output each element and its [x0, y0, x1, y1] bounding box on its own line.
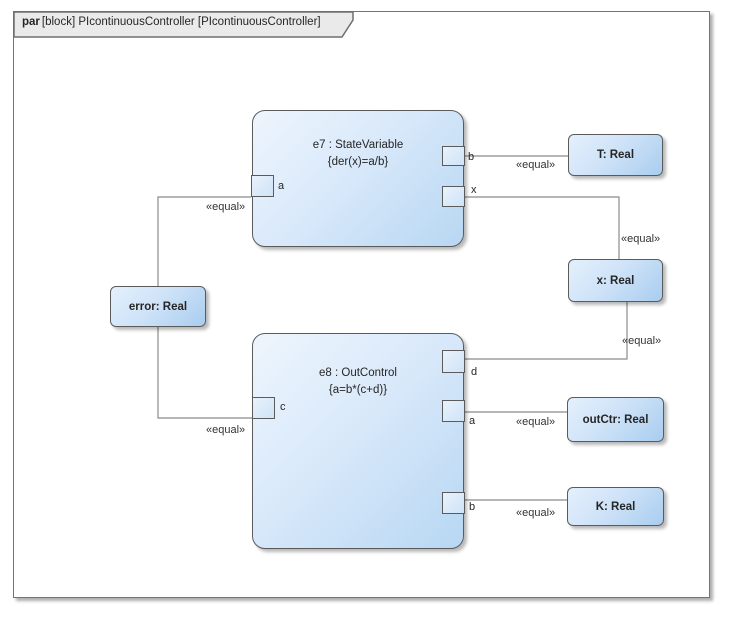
connector-error-e7a[interactable] — [157, 196, 251, 286]
equal-label-b-t[interactable]: «equal» — [516, 159, 556, 171]
port-e8-d[interactable] — [442, 350, 465, 373]
port-e7-a-label: a — [278, 180, 285, 192]
port-e8-a[interactable] — [442, 400, 465, 422]
value-outctr-label: outCtr: Real — [582, 413, 649, 426]
frame-kind-label: par — [22, 16, 40, 28]
port-e8-c[interactable] — [252, 397, 275, 419]
port-e7-b[interactable] — [442, 146, 465, 166]
e8-name: e8 : OutControl — [319, 367, 397, 379]
e7-name: e7 : StateVariable — [312, 139, 404, 151]
frame-title-label: [block] PIcontinuousController [PIcontin… — [41, 16, 321, 28]
connector-error-e8c[interactable] — [157, 327, 252, 419]
equal-label-error-c[interactable]: «equal» — [206, 424, 246, 436]
equal-label-a-outctr[interactable]: «equal» — [516, 416, 556, 428]
value-outctr[interactable]: outCtr: Real — [567, 397, 664, 442]
frame-tab-text: par[block] PIcontinuousController [PIcon… — [22, 16, 321, 28]
value-t[interactable]: T: Real — [568, 134, 663, 176]
value-k[interactable]: K: Real — [567, 487, 664, 526]
value-t-label: T: Real — [596, 149, 635, 161]
connector-x-e8d[interactable] — [464, 302, 628, 360]
value-x[interactable]: x: Real — [568, 259, 663, 302]
equal-label-b-k[interactable]: «equal» — [516, 507, 556, 519]
port-e8-b-label: b — [469, 501, 476, 513]
port-e7-x-label: x — [471, 184, 477, 196]
value-x-label: x: Real — [596, 274, 635, 287]
frame-tab-shape — [13, 11, 354, 38]
value-k-label: K: Real — [595, 500, 636, 513]
e8-constraint: {a=b*(c+d)} — [328, 384, 388, 396]
value-error-label: error: Real — [128, 300, 188, 313]
e7-constraint: {der(x)=a/b} — [327, 156, 389, 168]
port-e8-a-label: a — [469, 415, 476, 427]
port-e7-a[interactable] — [251, 175, 274, 197]
port-e7-x[interactable] — [442, 186, 465, 207]
constraint-property-e7[interactable]: e7 : StateVariable {der(x)=a/b} — [252, 110, 464, 247]
port-e8-b[interactable] — [442, 492, 465, 514]
constraint-property-e8[interactable]: e8 : OutControl {a=b*(c+d)} — [252, 333, 464, 549]
value-error[interactable]: error: Real — [110, 286, 206, 327]
port-e7-b-label: b — [468, 151, 475, 163]
equal-label-x-d[interactable]: «equal» — [622, 335, 662, 347]
port-e8-d-label: d — [471, 366, 478, 378]
connector-e7x-x[interactable] — [464, 196, 620, 260]
equal-label-x-top[interactable]: «equal» — [621, 233, 661, 245]
diagram-frame-tab — [13, 11, 354, 38]
port-e8-c-label: c — [280, 401, 286, 413]
equal-label-error-a[interactable]: «equal» — [206, 201, 246, 213]
